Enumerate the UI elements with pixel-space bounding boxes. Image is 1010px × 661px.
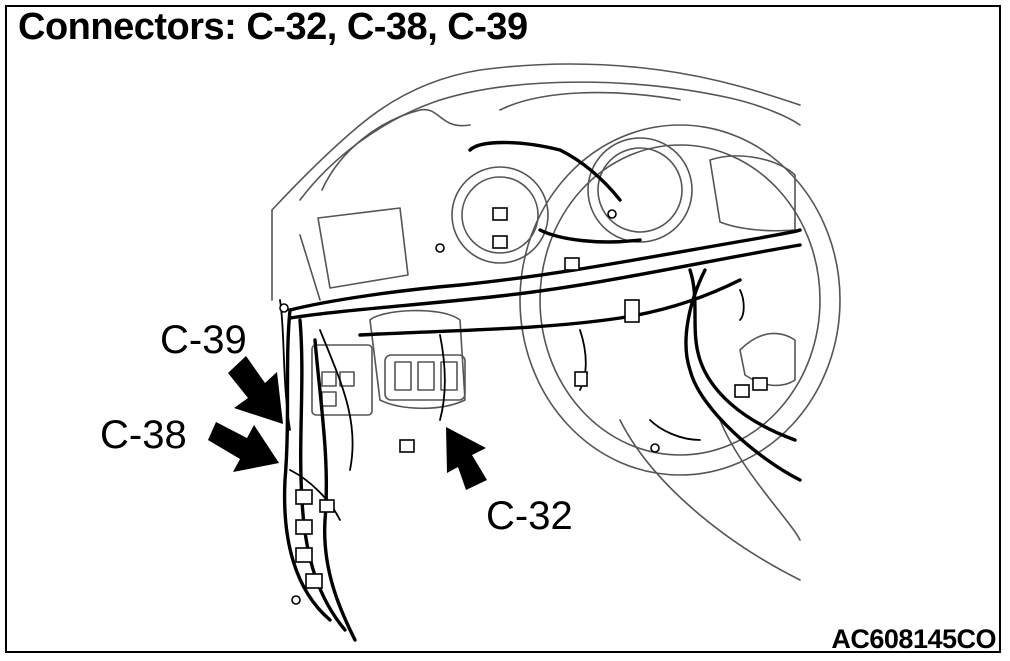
steering-wheel [519, 124, 841, 476]
switch-panel [384, 354, 466, 401]
callout-label-c39: C-39 [160, 318, 247, 362]
gauge-left [451, 166, 549, 264]
arrow-c39 [228, 356, 283, 424]
gauge-center [587, 137, 693, 243]
callout-label-c38: C-38 [100, 413, 187, 457]
callout-label-c32: C-32 [486, 494, 573, 538]
dashboard-outline [271, 63, 801, 211]
junction-block [311, 344, 373, 416]
arrow-c38 [208, 422, 279, 472]
wiring-harness [282, 140, 802, 642]
figure-id: AC608145CO [831, 624, 996, 654]
diagram-title: Connectors: C-32, C-38, C-39 [18, 6, 528, 48]
arrow-c32 [446, 427, 487, 490]
center-vent-box [317, 207, 409, 289]
